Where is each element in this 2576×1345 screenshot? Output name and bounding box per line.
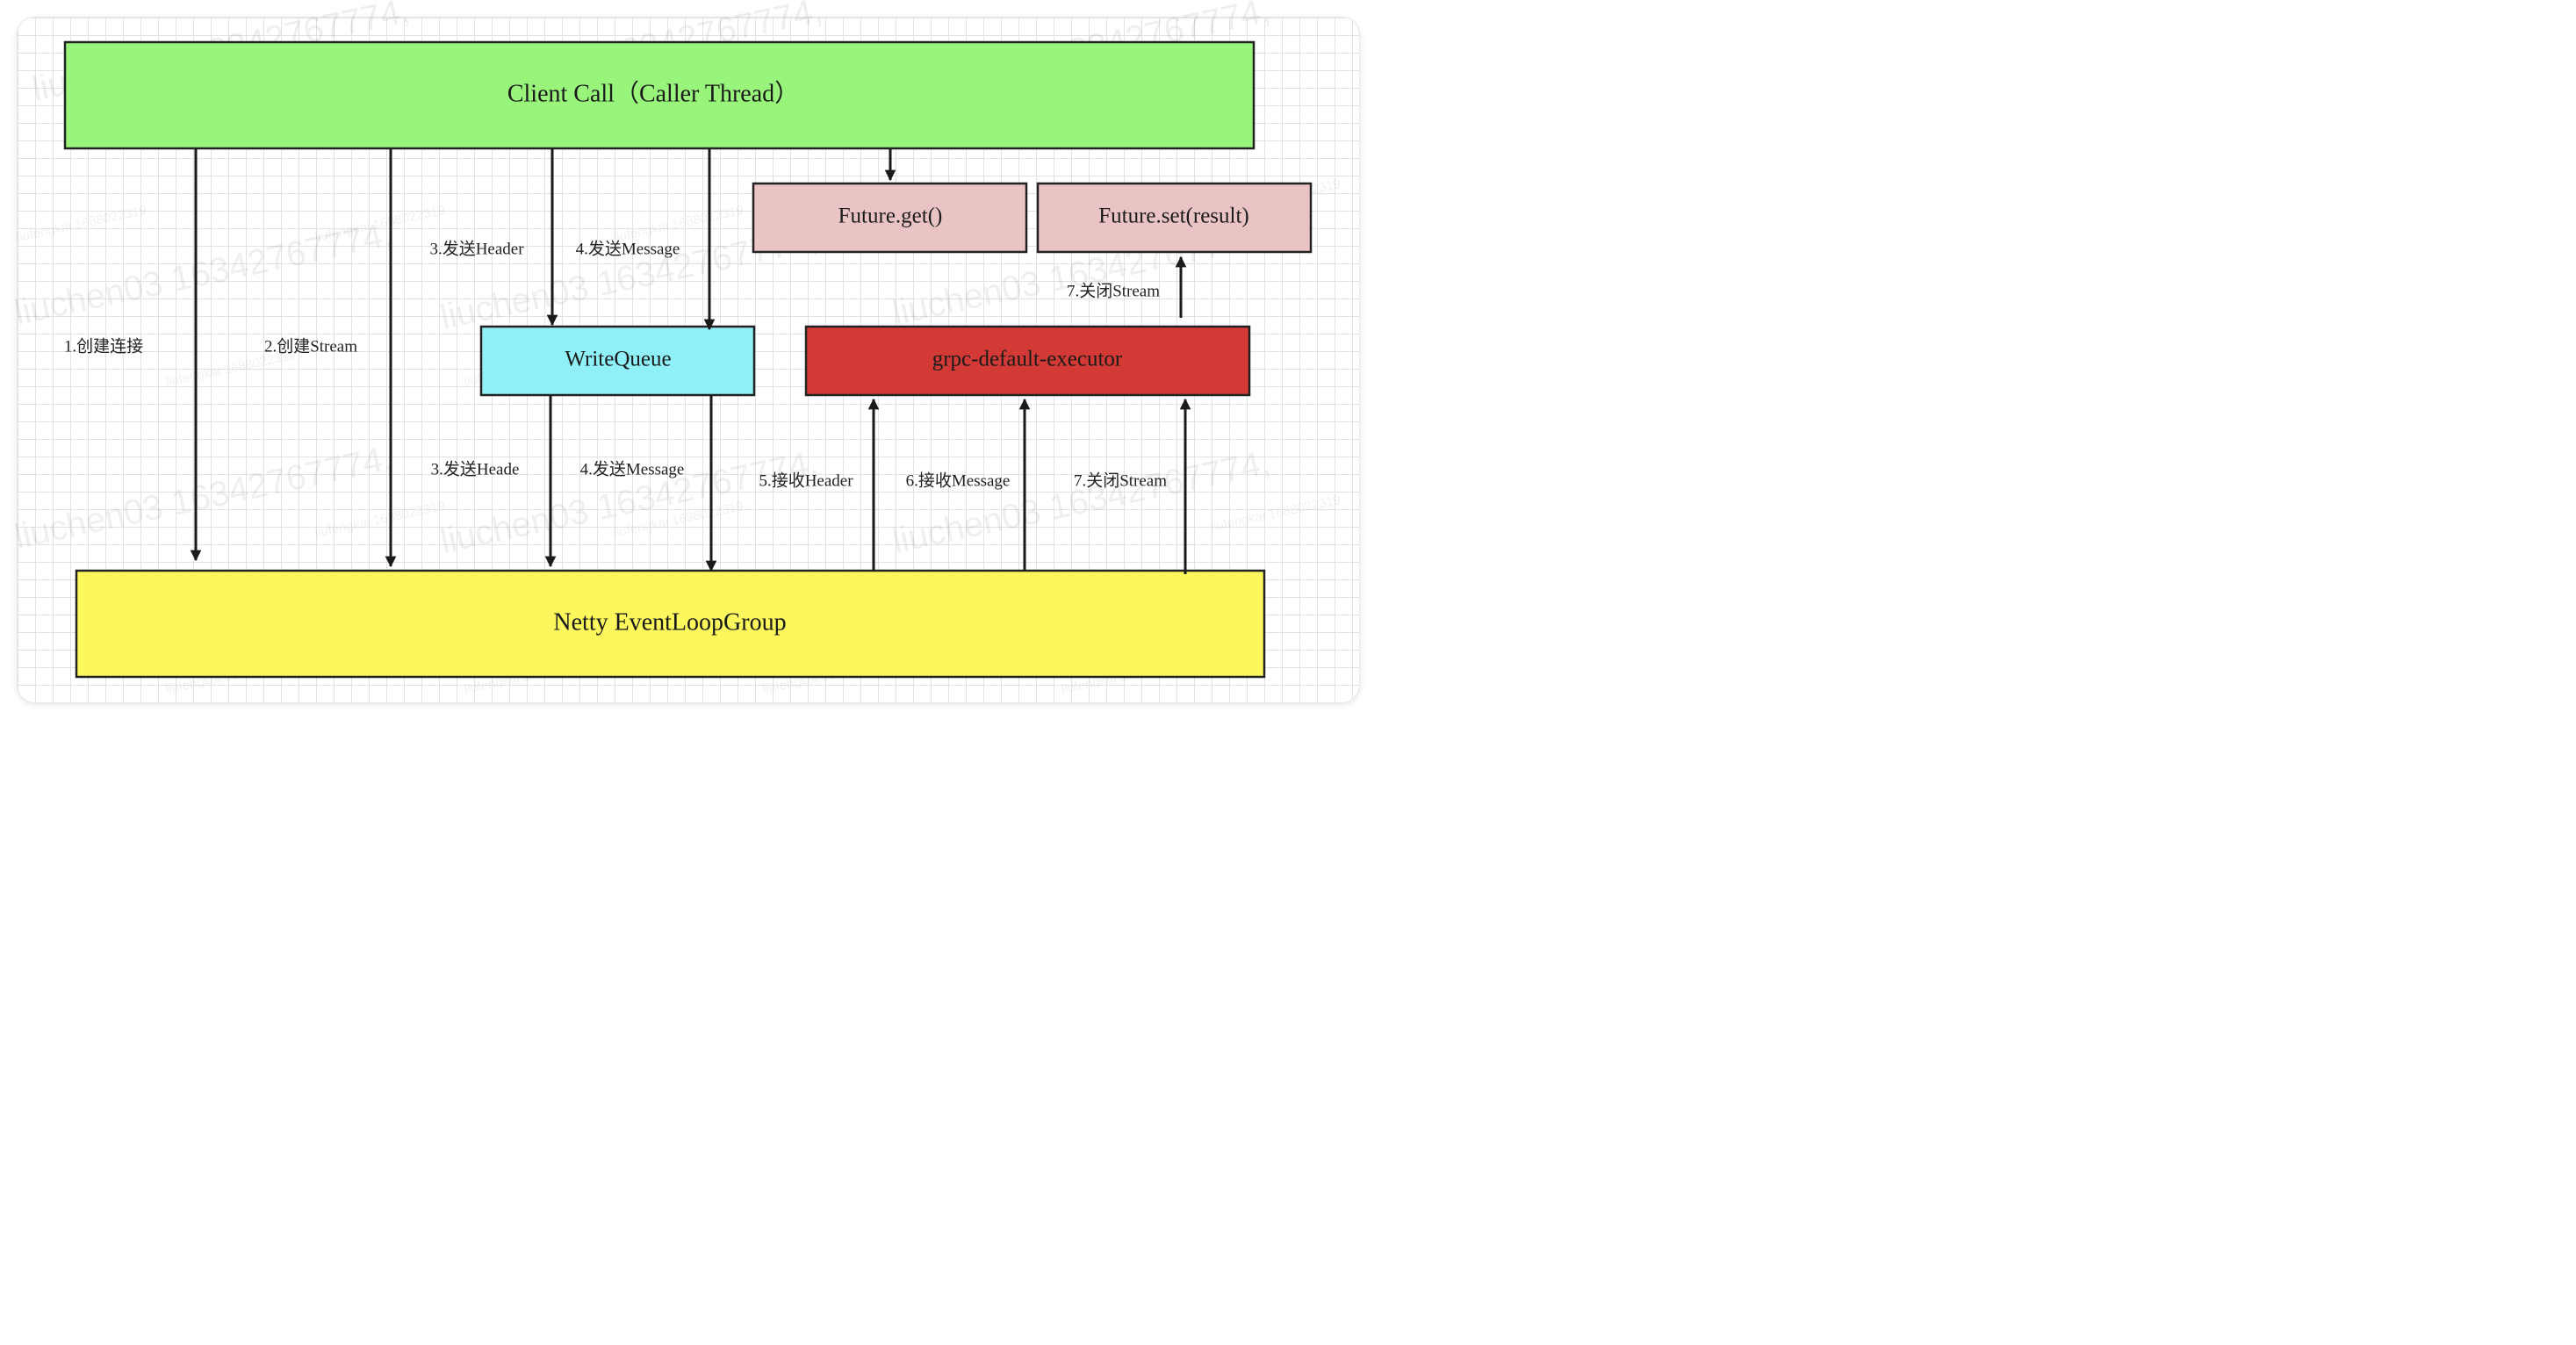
edge-labels: 1.创建连接 2.创建Stream 3.发送Header 4.发送Message… <box>64 239 1167 490</box>
edge-label-send-header-to-netty: 3.发送Heade <box>431 459 520 478</box>
client-call-label: Client Call（Caller Thread） <box>507 79 799 107</box>
edge-label-send-message-to-netty: 4.发送Message <box>580 459 685 478</box>
edge-label-send-message-to-queue: 4.发送Message <box>576 239 680 258</box>
edge-label-create-connection: 1.创建连接 <box>64 336 143 356</box>
grpc-executor-box-rect <box>804 325 1251 397</box>
edge-label-create-stream: 2.创建Stream <box>264 336 357 356</box>
watermark: liuchen03 16342767774, <box>889 443 1274 561</box>
future-get-box: Future.get() <box>752 182 1028 254</box>
future-set-box-rect <box>1036 182 1313 254</box>
edge-label-close-stream-to-executor: 7.关闭Stream <box>1074 471 1167 490</box>
netty-group-label: Netty EventLoopGroup <box>553 608 786 636</box>
future-get-box-rect <box>752 182 1028 254</box>
client-call-box: Client Call（Caller Thread） <box>63 40 1256 150</box>
write-queue-label: WriteQueue <box>565 348 671 371</box>
architecture-diagram: liuchen03 16342767774, liuchen03 1634276… <box>11 0 1342 697</box>
edge-label-receive-message: 6.接收Message <box>906 471 1011 490</box>
grpc-executor-box: grpc-default-executor <box>804 325 1251 397</box>
write-queue-box-rect <box>479 325 756 397</box>
grpc-executor-label: grpc-default-executor <box>932 348 1123 371</box>
netty-group-box-rect <box>75 569 1266 679</box>
watermark: liufengkai 1688022319 <box>15 203 148 245</box>
edge-label-close-stream-to-future: 7.关闭Stream <box>1067 281 1160 300</box>
watermark: liufengkai 1688022319 <box>313 499 446 541</box>
watermark: liuchen03 16342767774, <box>11 439 396 557</box>
edge-label-receive-header: 5.接收Header <box>759 471 853 490</box>
future-set-label: Future.set(result) <box>1098 205 1248 228</box>
watermark: liufengkai 1688022319 <box>1209 493 1342 535</box>
write-queue-box: WriteQueue <box>479 325 756 397</box>
arrow-layer <box>190 149 1191 574</box>
future-set-box: Future.set(result) <box>1036 182 1313 254</box>
edge-label-send-header-to-queue: 3.发送Header <box>429 239 524 258</box>
netty-group-box: Netty EventLoopGroup <box>75 569 1266 679</box>
client-call-box-rect <box>63 40 1256 150</box>
future-get-label: Future.get() <box>838 205 943 228</box>
